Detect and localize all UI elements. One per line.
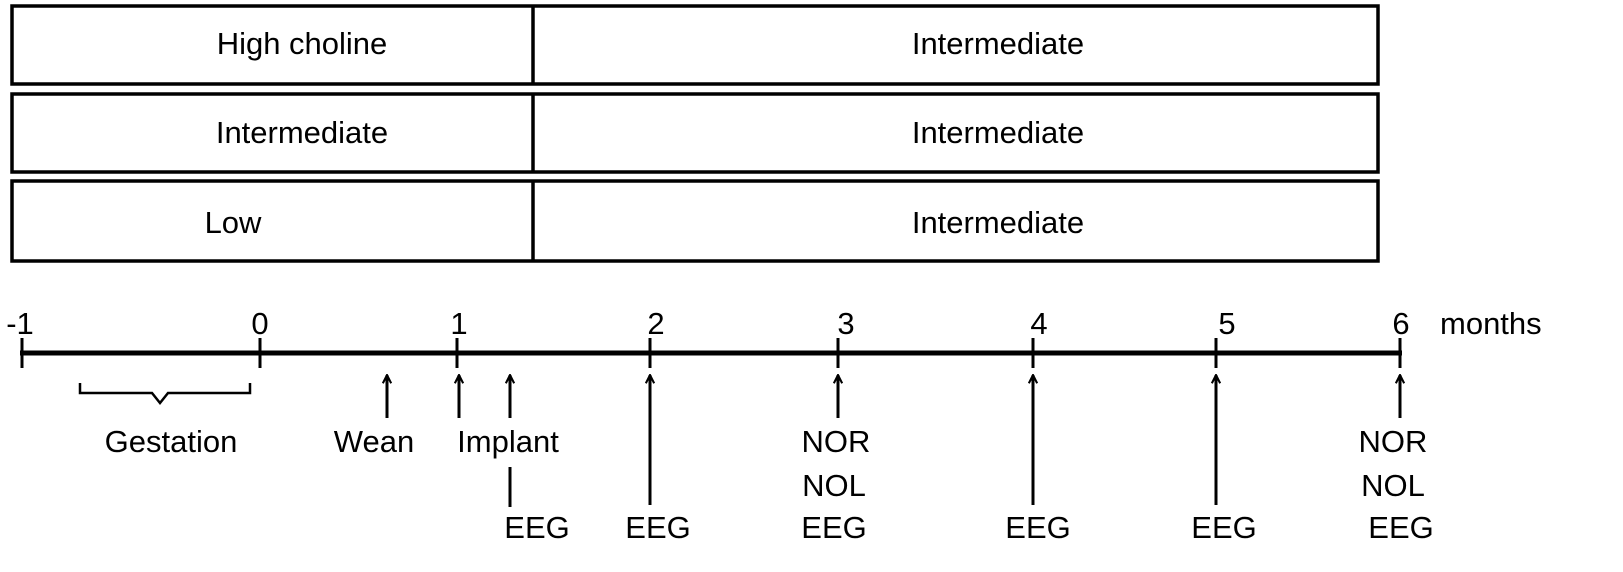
month-6-nor-label: NOR — [1359, 424, 1428, 459]
tick-label-0: 0 — [251, 306, 268, 341]
tick-label-4: 4 — [1030, 306, 1047, 341]
month-3-nol-label: NOL — [802, 468, 866, 503]
unit-label-months: months — [1440, 306, 1542, 341]
month-6-eeg-label: EEG — [1368, 510, 1433, 545]
implant-eeg-label: EEG — [504, 510, 569, 545]
gestation-bracket — [78, 383, 252, 406]
tick-label-5: 5 — [1218, 306, 1235, 341]
diet-row-3-early-label: Low — [205, 205, 262, 240]
diet-row-3-later-label: Intermediate — [912, 205, 1084, 240]
tick-label-2: 2 — [647, 306, 664, 341]
tick-label-3: 3 — [837, 306, 854, 341]
gestation-label: Gestation — [105, 424, 238, 459]
diet-row-1-early-label: High choline — [217, 26, 388, 61]
month-5-eeg-label: EEG — [1191, 510, 1256, 545]
wean-label: Wean — [334, 424, 414, 459]
diet-row-3: Low Intermediate — [10, 179, 1380, 263]
diet-row-3-box — [10, 179, 1380, 263]
diet-row-1: High choline Intermediate — [10, 4, 1380, 86]
month-6-nol-label: NOL — [1361, 468, 1425, 503]
diet-row-2-box — [10, 92, 1380, 174]
month-4-eeg-label: EEG — [1005, 510, 1070, 545]
tick-label-minus1: -1 — [6, 306, 34, 341]
tick-label-1: 1 — [450, 306, 467, 341]
diet-row-2: Intermediate Intermediate — [10, 92, 1380, 174]
tick-label-6: 6 — [1392, 306, 1409, 341]
diet-row-2-later-label: Intermediate — [912, 115, 1084, 150]
diet-row-1-later-label: Intermediate — [912, 26, 1084, 61]
implant-label: Implant — [457, 424, 559, 459]
month-2-eeg-label: EEG — [625, 510, 690, 545]
month-3-nor-label: NOR — [802, 424, 871, 459]
month-3-eeg-label: EEG — [801, 510, 866, 545]
diet-row-2-early-label: Intermediate — [216, 115, 388, 150]
diet-row-1-box — [10, 4, 1380, 86]
